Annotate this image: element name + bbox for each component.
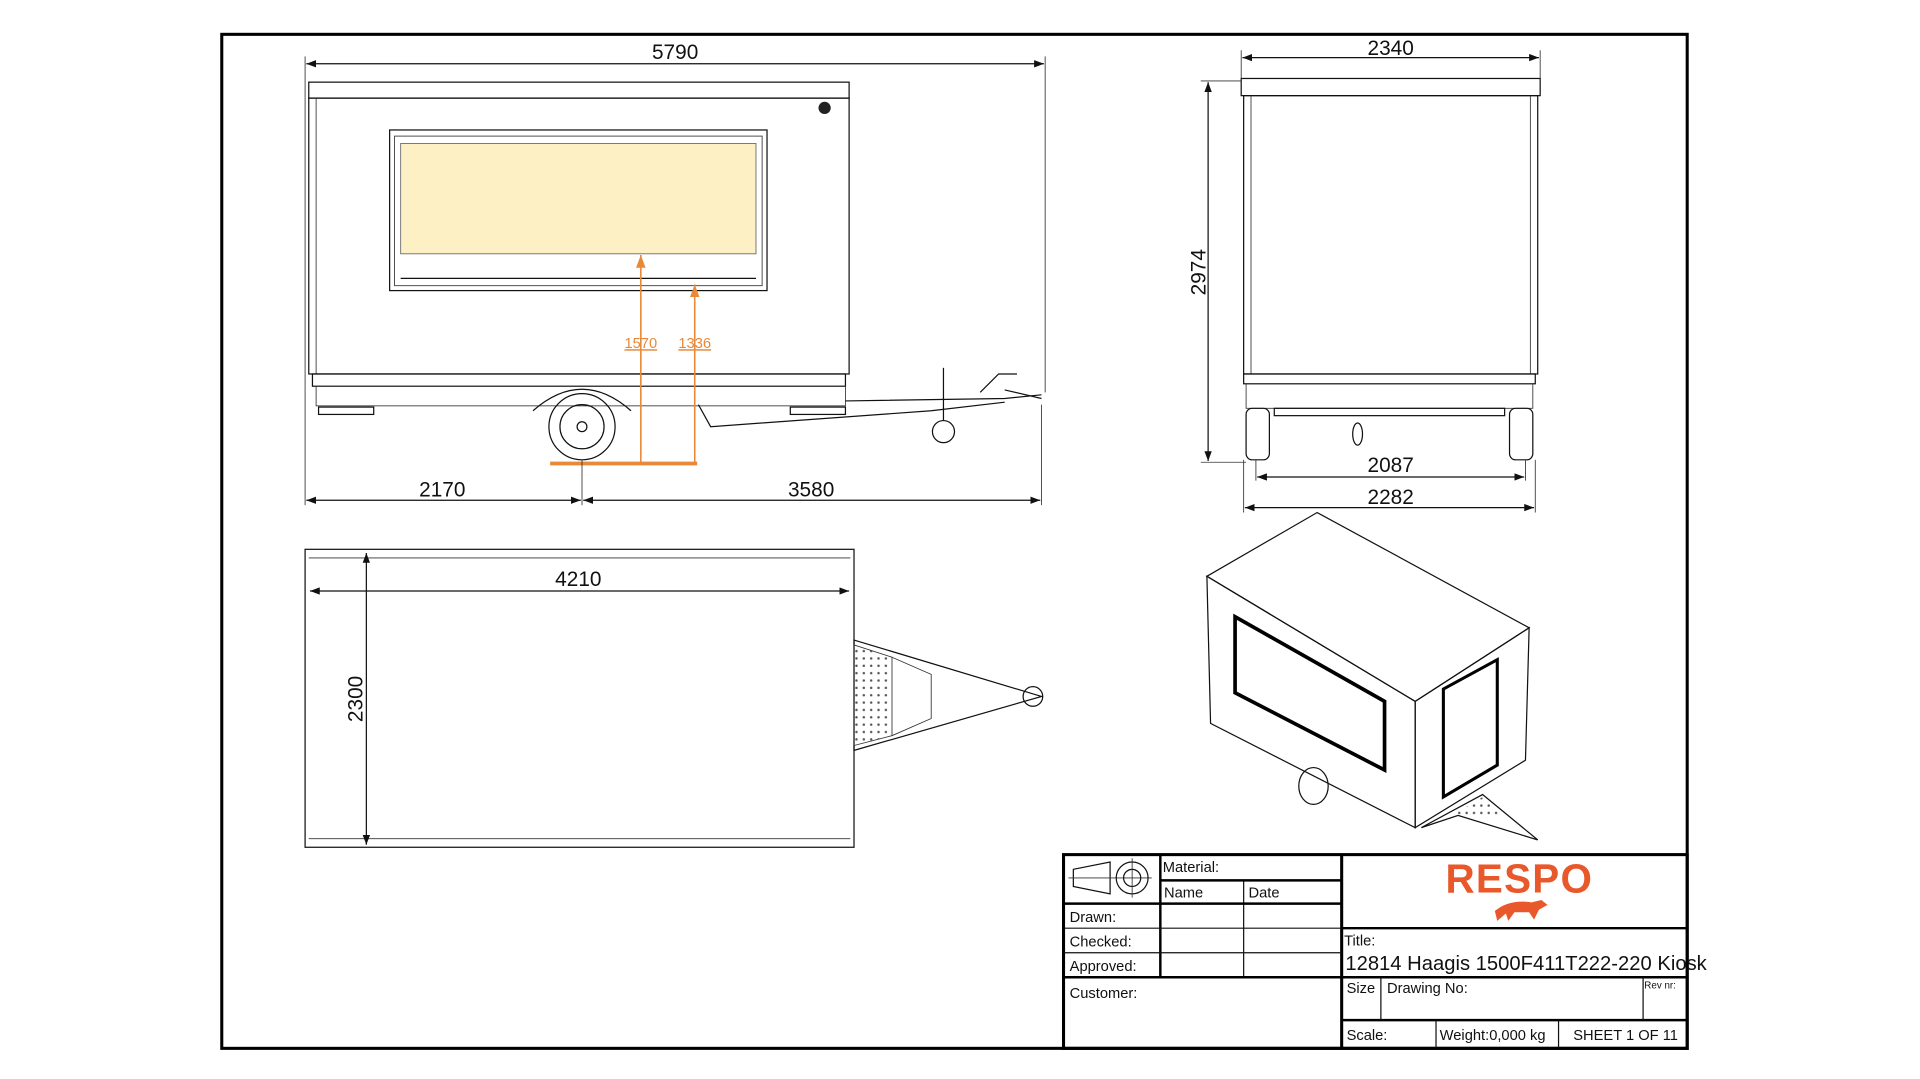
weight-value: Weight:0,000 kg	[1440, 1028, 1546, 1044]
scale-label: Scale:	[1347, 1028, 1388, 1044]
wheel	[1508, 407, 1534, 461]
top-view: 4210 2300	[304, 548, 1044, 848]
sheet-number: SHEET 1 OF 11	[1573, 1028, 1678, 1044]
checked-label: Checked:	[1070, 935, 1132, 951]
drawing-no-label: Drawing No:	[1387, 981, 1468, 997]
front-view: 2340 2974 2087 2282	[1188, 37, 1541, 513]
size-label: Size	[1347, 981, 1376, 997]
side-view: 1570 1336 5790 2170 3580	[304, 41, 1046, 506]
dim-track-width: 2087	[1368, 454, 1414, 477]
dim-height: 2974	[1188, 249, 1211, 295]
door	[1441, 657, 1499, 800]
respo-logo: RESPO	[1446, 856, 1594, 921]
dim-window-bottom-height: 1570	[624, 336, 657, 352]
dim-body-width: 2300	[345, 676, 368, 722]
wheel	[548, 392, 616, 461]
dim-axle-to-coupling: 3580	[788, 479, 834, 502]
date-column-header: Date	[1249, 886, 1280, 902]
name-column-header: Name	[1164, 886, 1203, 902]
drawing-title: 12814 Haagis 1500F411T222-220 Kiosk	[1345, 953, 1707, 975]
drawing-frame	[220, 32, 1689, 1050]
wheel	[1245, 407, 1270, 461]
dim-wheel-outer-width: 2282	[1368, 486, 1414, 509]
dim-axle-to-rear: 2170	[419, 479, 465, 502]
bull-icon	[1494, 899, 1548, 921]
dim-width: 2340	[1368, 37, 1414, 60]
approved-label: Approved:	[1070, 959, 1137, 975]
dim-overall-length: 5790	[652, 41, 698, 64]
serving-window	[1233, 613, 1387, 774]
isometric-view	[1205, 511, 1539, 841]
material-label: Material:	[1163, 860, 1219, 876]
dim-body-length: 4210	[555, 568, 601, 591]
rev-label: Rev nr:	[1644, 980, 1676, 991]
title-block: Material: Name Date Drawn: Checked: Appr…	[1062, 853, 1708, 1050]
serving-window	[389, 129, 768, 292]
third-angle-projection-icon	[1068, 858, 1152, 898]
customer-label: Customer:	[1070, 986, 1138, 1002]
title-label: Title:	[1344, 933, 1375, 949]
svg-text:RESPO: RESPO	[1446, 856, 1594, 902]
drawn-label: Drawn:	[1070, 910, 1117, 926]
dim-counter-height: 1336	[678, 336, 711, 352]
